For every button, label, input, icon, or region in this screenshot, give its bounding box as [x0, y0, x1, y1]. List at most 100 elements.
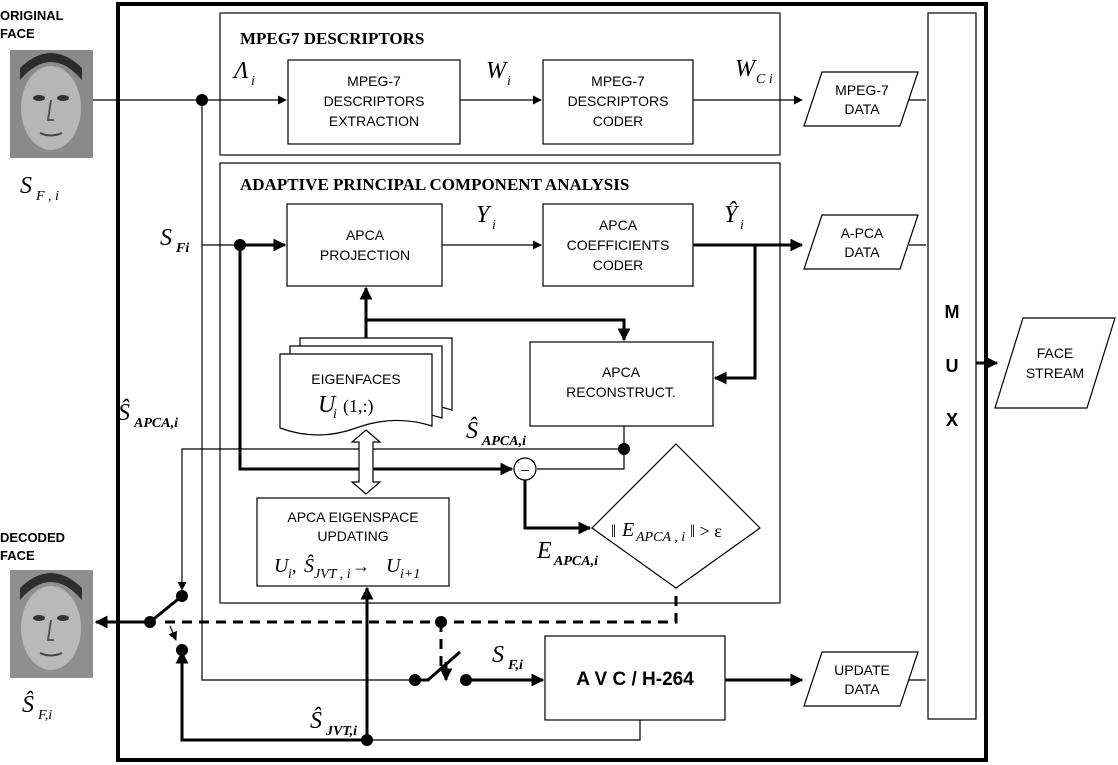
svg-text:JVT,i: JVT,i [325, 724, 357, 739]
svg-text:Fi: Fi [175, 241, 189, 256]
junction-dots [144, 94, 630, 746]
svg-text:,: , [292, 556, 297, 576]
eigenspace-update-formula: U i , Ŝ JVT , i → U i+1 [274, 553, 420, 582]
s-hat-jvt-symbol: Ŝ JVT,i [310, 707, 357, 739]
svg-text:Ŝ: Ŝ [310, 707, 322, 734]
svg-text:–: – [521, 461, 529, 477]
svg-text:→: → [352, 556, 370, 576]
apca-coefficients-coder-block [542, 203, 694, 287]
svg-text:i: i [740, 218, 744, 233]
svg-text:i: i [492, 218, 496, 233]
s-fi-apca-symbol: S Fi [160, 225, 189, 256]
eigenfaces-label: EIGENFACES [311, 371, 400, 387]
apca-data-output [803, 214, 919, 270]
svg-text:F,i: F,i [37, 708, 52, 723]
apca-reconstruct-line2: RECONSTRUCT. [566, 384, 676, 400]
svg-text:U: U [274, 555, 290, 577]
avc-h264-block [544, 635, 726, 721]
svg-text:FACE: FACE [0, 26, 35, 41]
svg-text:i: i [507, 74, 511, 89]
svg-text:i+1: i+1 [400, 567, 420, 582]
apca-projection-line2: PROJECTION [320, 247, 410, 263]
s-hat-apca-right-symbol: Ŝ APCA,i [466, 417, 526, 449]
s-f-i-input-symbol: S F , i [20, 173, 59, 204]
face-stream-line2: STREAM [1026, 365, 1084, 381]
svg-text:‖: ‖ [611, 521, 616, 541]
mpeg7-coder-line1: MPEG-7 [591, 73, 645, 89]
s-f-i-avc-symbol: S F,i [492, 642, 523, 673]
svg-text:APCA,i: APCA,i [553, 554, 598, 569]
svg-text:W: W [486, 58, 508, 84]
mpeg7-coder-line3: CODER [593, 113, 644, 129]
svg-text:Ŝ: Ŝ [22, 691, 34, 718]
svg-text:Ŝ: Ŝ [118, 399, 130, 426]
svg-text:i: i [251, 74, 255, 89]
svg-text:S: S [492, 642, 504, 668]
apca-projection-block [286, 203, 443, 287]
svg-text:U: U [386, 555, 402, 577]
mpeg7-extraction-line1: MPEG-7 [347, 73, 401, 89]
svg-text:Ŷ: Ŷ [724, 202, 740, 228]
w-i-symbol: W i [486, 58, 511, 89]
svg-text:i: i [288, 567, 292, 582]
mpeg7-coder-line2: DESCRIPTORS [568, 93, 669, 109]
svg-text:FACE: FACE [0, 548, 35, 563]
w-ci-symbol: W C i [735, 56, 773, 87]
eigenfaces-u-symbol: U [318, 392, 337, 418]
mux-letter-u: U [946, 356, 959, 376]
apca-projection-line1: APCA [346, 227, 385, 243]
svg-text:Y: Y [476, 202, 492, 228]
mpeg7-data-line2: DATA [844, 101, 880, 117]
svg-text:DECODED: DECODED [0, 530, 65, 545]
e-apca-symbol: E APCA,i [536, 538, 598, 569]
update-data-output [803, 651, 919, 707]
mux-block [927, 12, 977, 720]
face-stream-line1: FACE [1037, 345, 1074, 361]
avc-h264-label: A V C / H-264 [576, 669, 694, 690]
face-stream-output [994, 317, 1116, 409]
svg-text:F , i: F , i [35, 189, 59, 204]
mpeg7-coder-block [542, 59, 694, 145]
apca-section-title: ADAPTIVE PRINCIPAL COMPONENT ANALYSIS [240, 175, 629, 194]
svg-text:APCA,i: APCA,i [133, 416, 178, 431]
signal-connections [93, 95, 999, 742]
svg-text:APCA,i: APCA,i [481, 434, 526, 449]
decoded-face-label: DECODED FACE [0, 530, 65, 563]
update-data-line2: DATA [844, 681, 880, 697]
mpeg7-extraction-block [287, 59, 461, 145]
system-frame [116, 2, 988, 762]
mpeg7-extraction-line3: EXTRACTION [329, 113, 419, 129]
apca-coder-line3: CODER [593, 257, 644, 273]
s-hat-f-i-output-symbol: Ŝ F,i [22, 691, 52, 723]
error-threshold-criterion: ‖ E APCA , i ‖ > ε [611, 519, 722, 545]
mpeg7-extraction-line2: DESCRIPTORS [324, 93, 425, 109]
apca-coder-line2: COEFFICIENTS [567, 237, 670, 253]
svg-text:C i: C i [756, 72, 773, 87]
mpeg7-data-line1: MPEG-7 [835, 82, 889, 98]
svg-text:S: S [20, 173, 32, 199]
eigenspace-updating-line2: UPDATING [317, 528, 388, 544]
svg-text:ORIGINAL: ORIGINAL [0, 8, 64, 23]
mpeg7-section-title: MPEG7 DESCRIPTORS [240, 29, 424, 48]
original-face-label: ORIGINAL FACE [0, 8, 64, 41]
svg-text:S: S [160, 225, 172, 251]
eigenspace-updating-line1: APCA EIGENSPACE [287, 509, 418, 525]
subtractor: – [513, 457, 537, 481]
apca-reconstruct-line1: APCA [602, 364, 641, 380]
svg-text:JVT , i: JVT , i [314, 567, 351, 582]
svg-text:E: E [536, 538, 552, 564]
svg-text:F,i: F,i [507, 658, 523, 673]
apca-data-line2: DATA [844, 244, 880, 260]
svg-text:W: W [735, 56, 757, 82]
lambda-symbol: Λ i [232, 58, 255, 89]
svg-text:Ŝ: Ŝ [304, 553, 314, 577]
original-face-image [10, 50, 93, 158]
svg-text:Λ: Λ [232, 58, 249, 84]
y-i-symbol: Y i [476, 202, 496, 233]
apca-coder-line1: APCA [599, 217, 638, 233]
decoded-face-image [10, 570, 93, 678]
error-threshold-decision [591, 443, 761, 589]
y-hat-i-symbol: Ŷ i [724, 202, 744, 233]
update-data-line1: UPDATE [834, 662, 890, 678]
